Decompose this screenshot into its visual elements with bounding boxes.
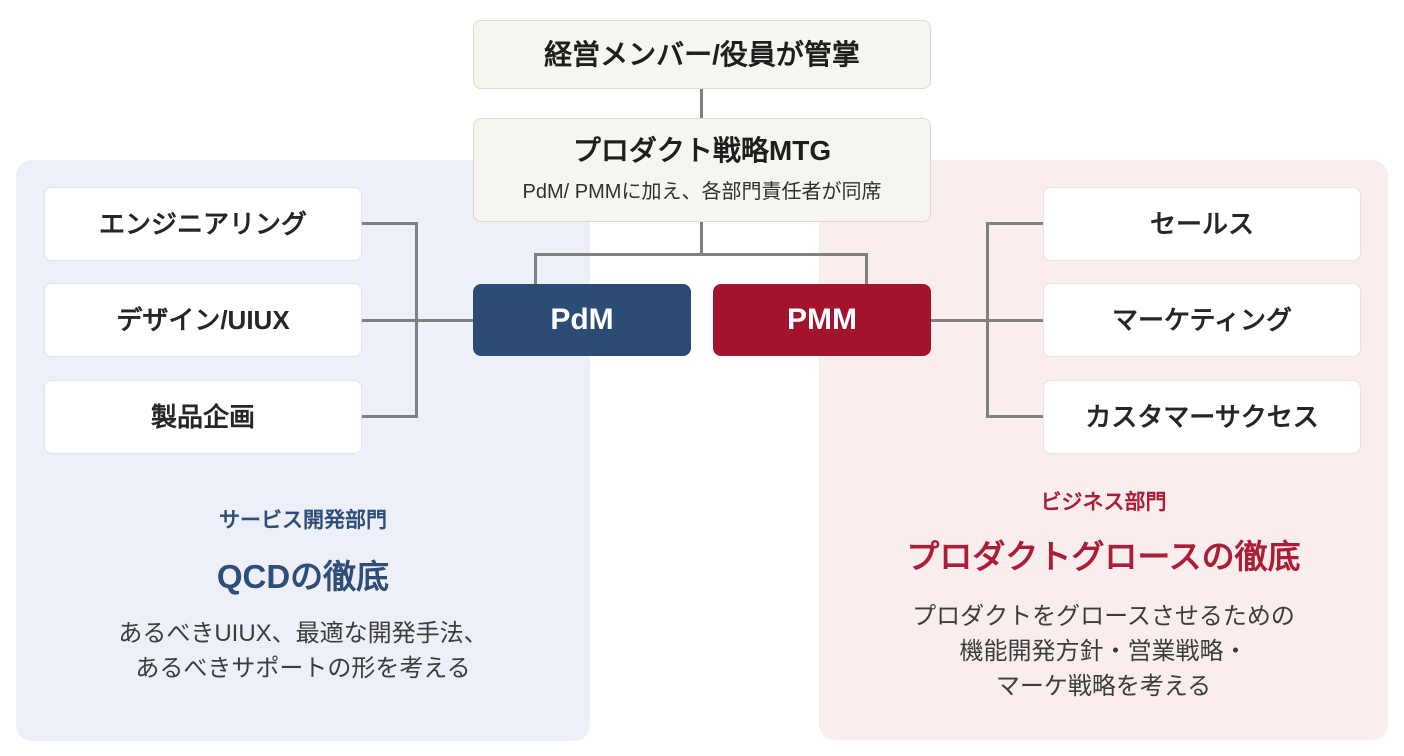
connector-mtg-down xyxy=(700,220,703,256)
management-box: 経営メンバー/役員が管掌 xyxy=(473,20,931,89)
dept-label-marketing: マーケティング xyxy=(1112,305,1292,335)
connector-split-to-pmm xyxy=(865,253,868,284)
dept-box-product-planning: 製品企画 xyxy=(44,380,362,454)
pdm-box: PdM xyxy=(473,284,691,356)
service-dev-description: あるべきUIUX、最適な開発手法、 あるべきサポートの形を考える xyxy=(16,616,590,686)
dept-label-sales: セールス xyxy=(1149,209,1254,239)
service-dev-description-line-1: あるべきUIUX、最適な開発手法、 xyxy=(118,620,488,647)
business-headline: プロダクトグロースの徹底 xyxy=(906,538,1301,575)
connector-product-planning-stub xyxy=(362,415,415,418)
dept-box-engineering: エンジニアリング xyxy=(44,187,362,261)
connector-marketing-stub xyxy=(986,319,1043,322)
business-description-line-3: マーケ戦略を考える xyxy=(995,673,1212,700)
service-dev-info-block: サービス開発部門 QCDの徹底 あるべきUIUX、最適な開発手法、 あるべきサポ… xyxy=(16,508,590,686)
dept-box-design-uiux: デザイン/UIUX xyxy=(44,283,362,357)
management-label: 経営メンバー/役員が管掌 xyxy=(544,39,860,70)
connector-sales-stub xyxy=(986,222,1043,225)
connector-design-stub xyxy=(362,319,415,322)
strategy-mtg-title: プロダクト戦略MTG xyxy=(572,135,832,166)
business-group-label: ビジネス部門 xyxy=(1040,491,1167,514)
service-dev-description-line-2: あるべきサポートの形を考える xyxy=(135,655,471,682)
connector-split-to-pdm xyxy=(534,253,537,284)
dept-box-customer-success: カスタマーサクセス xyxy=(1043,380,1361,454)
business-description-line-2: 機能開発方針・営業戦略・ xyxy=(959,638,1248,665)
business-description: プロダクトをグロースさせるための 機能開発方針・営業戦略・ マーケ戦略を考える xyxy=(819,599,1388,704)
connector-bus-to-pdm xyxy=(415,319,473,322)
dept-label-engineering: エンジニアリング xyxy=(98,209,307,239)
strategy-mtg-box: プロダクト戦略MTG PdM/ PMMに加え、各部門責任者が同席 xyxy=(473,118,931,222)
pmm-label: PMM xyxy=(787,303,857,336)
pmm-box: PMM xyxy=(713,284,931,356)
pdm-label: PdM xyxy=(550,303,614,336)
strategy-mtg-subtitle: PdM/ PMMに加え、各部門責任者が同席 xyxy=(522,181,882,203)
service-dev-headline: QCDの徹底 xyxy=(216,558,390,595)
dept-label-product-planning: 製品企画 xyxy=(150,402,255,432)
dept-label-design-uiux: デザイン/UIUX xyxy=(116,305,290,335)
dept-box-marketing: マーケティング xyxy=(1043,283,1361,357)
dept-box-sales: セールス xyxy=(1043,187,1361,261)
connector-customer-success-stub xyxy=(986,415,1043,418)
dept-label-customer-success: カスタマーサクセス xyxy=(1085,402,1319,432)
connector-pmm-to-bus xyxy=(931,319,989,322)
business-description-line-1: プロダクトをグロースさせるための xyxy=(912,603,1295,630)
connector-management-to-mtg xyxy=(700,89,703,118)
connector-split-horizontal xyxy=(534,253,868,256)
business-info-block: ビジネス部門 プロダクトグロースの徹底 プロダクトをグロースさせるための 機能開… xyxy=(819,490,1388,704)
service-dev-group-label: サービス開発部門 xyxy=(219,509,387,532)
connector-engineering-stub xyxy=(362,222,415,225)
